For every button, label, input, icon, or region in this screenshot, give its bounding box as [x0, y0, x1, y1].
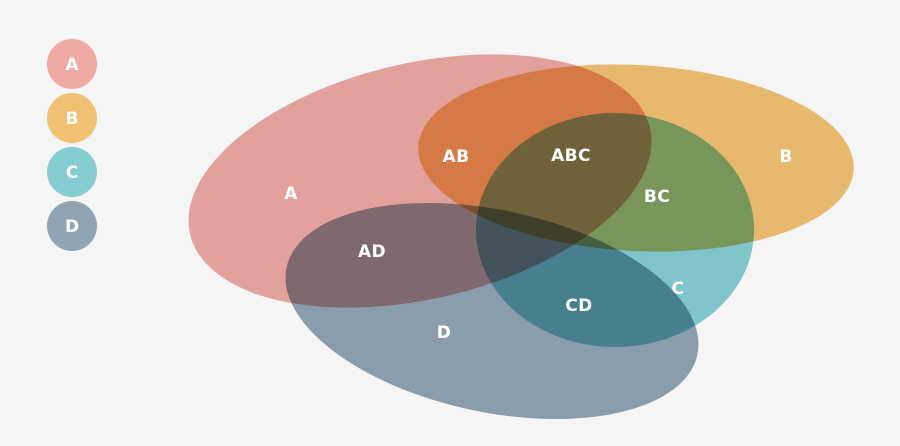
legend-swatch-a[interactable] [47, 39, 97, 89]
legend-item-a[interactable]: A [47, 39, 97, 89]
set-shape-group [188, 54, 854, 446]
legend-swatch-b[interactable] [47, 93, 97, 143]
legend-item-c[interactable]: C [47, 147, 97, 197]
legend-item-d[interactable]: D [47, 201, 97, 251]
legend-item-b[interactable]: B [47, 93, 97, 143]
legend-swatch-d[interactable] [47, 201, 97, 251]
set-ellipse-d[interactable] [266, 169, 719, 446]
legend-swatch-c[interactable] [47, 147, 97, 197]
